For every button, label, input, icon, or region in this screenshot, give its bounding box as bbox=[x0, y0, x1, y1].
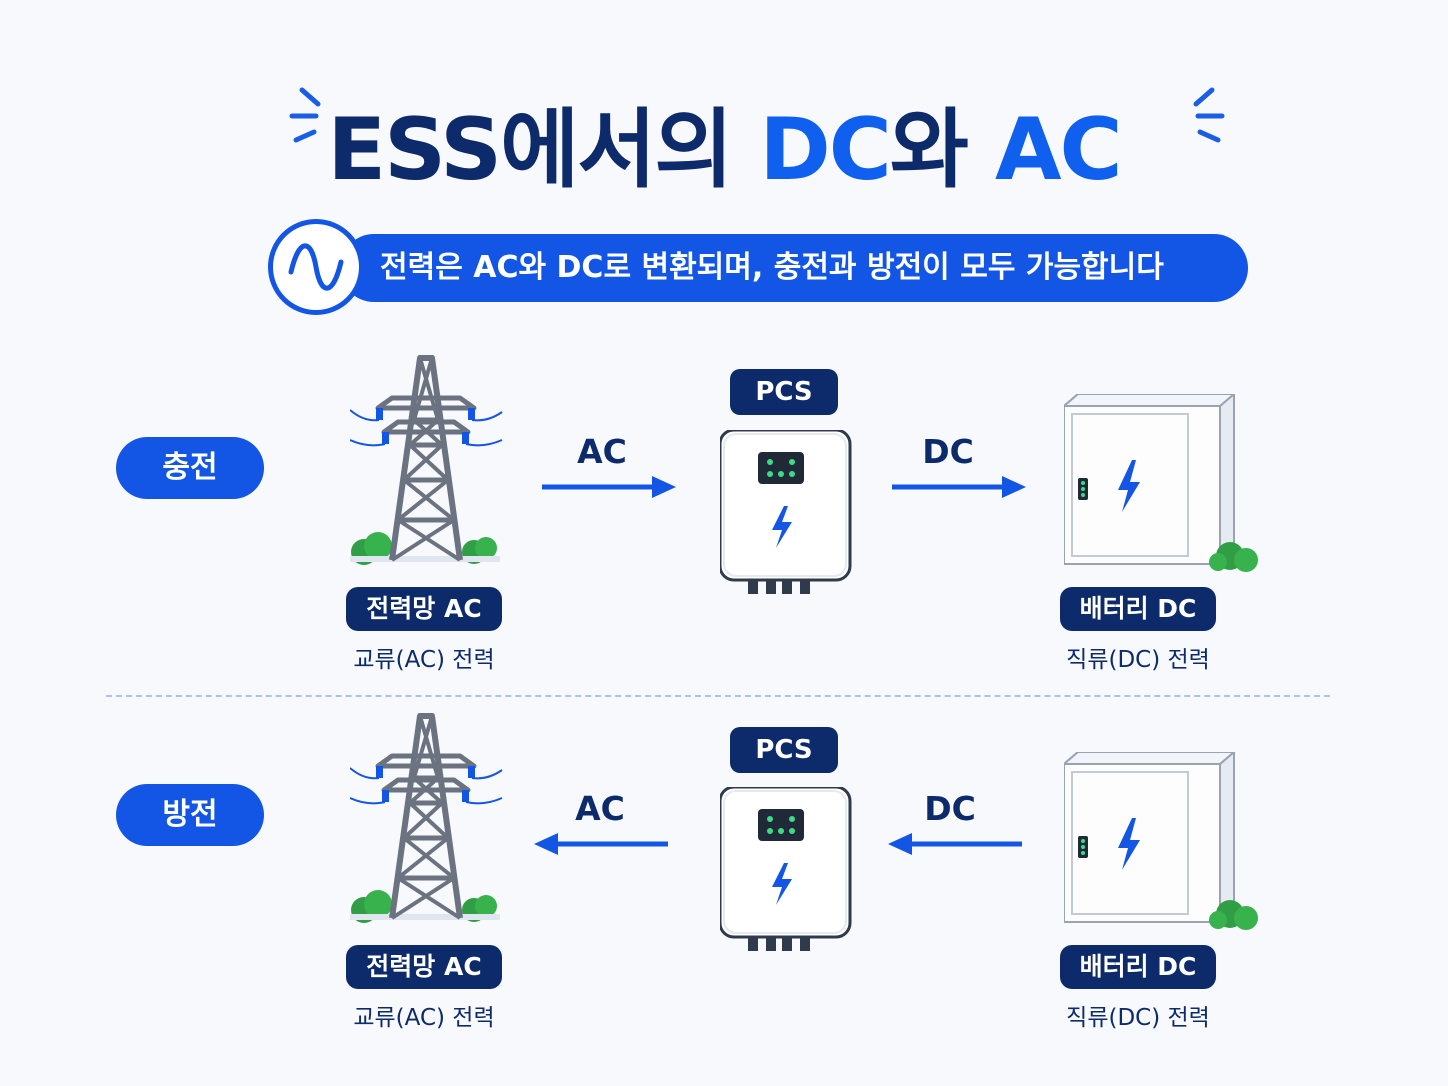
pcs-tag: PCS bbox=[730, 727, 838, 773]
title-part-3: 와 bbox=[889, 100, 995, 200]
ac-sine-wave-icon bbox=[288, 243, 344, 291]
inverter-icon bbox=[720, 787, 852, 953]
subtitle-text: 전력은 AC와 DC로 변환되며, 충전과 방전이 모두 가능합니다 bbox=[380, 250, 1164, 285]
flow-label-ac: AC bbox=[575, 789, 625, 828]
arrow-right-icon bbox=[892, 476, 1026, 498]
battery-label: 배터리 DC bbox=[1060, 945, 1216, 989]
page-title: ESS에서의 DC와 AC bbox=[0, 100, 1448, 200]
wave-badge bbox=[268, 219, 364, 315]
grid-label: 전력망 AC bbox=[346, 587, 502, 631]
battery-cabinet-icon bbox=[1064, 394, 1259, 573]
battery-sub: 직류(DC) 전력 bbox=[1066, 647, 1210, 673]
title-part-1: ESS에서의 bbox=[327, 100, 760, 200]
flow-label-ac: AC bbox=[577, 432, 627, 471]
subtitle-banner bbox=[340, 234, 1248, 302]
inverter-icon bbox=[720, 430, 852, 596]
grid-sub: 교류(AC) 전력 bbox=[353, 647, 495, 673]
battery-sub: 직류(DC) 전력 bbox=[1066, 1005, 1210, 1031]
flow-label-dc: DC bbox=[924, 789, 976, 828]
grid-label: 전력망 AC bbox=[346, 945, 502, 989]
arrow-left-icon bbox=[888, 833, 1022, 855]
burst-left-icon bbox=[289, 87, 321, 143]
arrow-left-icon bbox=[534, 833, 668, 855]
battery-cabinet-icon bbox=[1064, 752, 1259, 931]
pcs-tag: PCS bbox=[730, 369, 838, 415]
flow-label-dc: DC bbox=[922, 432, 974, 471]
row-label-discharge: 방전 bbox=[116, 784, 264, 846]
power-tower-icon bbox=[350, 350, 506, 566]
row-label-charge: 충전 bbox=[116, 437, 264, 499]
section-divider bbox=[106, 695, 1330, 697]
battery-label: 배터리 DC bbox=[1060, 587, 1216, 631]
burst-right-icon bbox=[1193, 87, 1225, 143]
title-part-dc: DC bbox=[759, 100, 892, 200]
title-part-ac: AC bbox=[994, 100, 1123, 200]
power-tower-icon bbox=[350, 708, 506, 924]
grid-sub: 교류(AC) 전력 bbox=[353, 1005, 495, 1031]
arrow-right-icon bbox=[542, 476, 676, 498]
